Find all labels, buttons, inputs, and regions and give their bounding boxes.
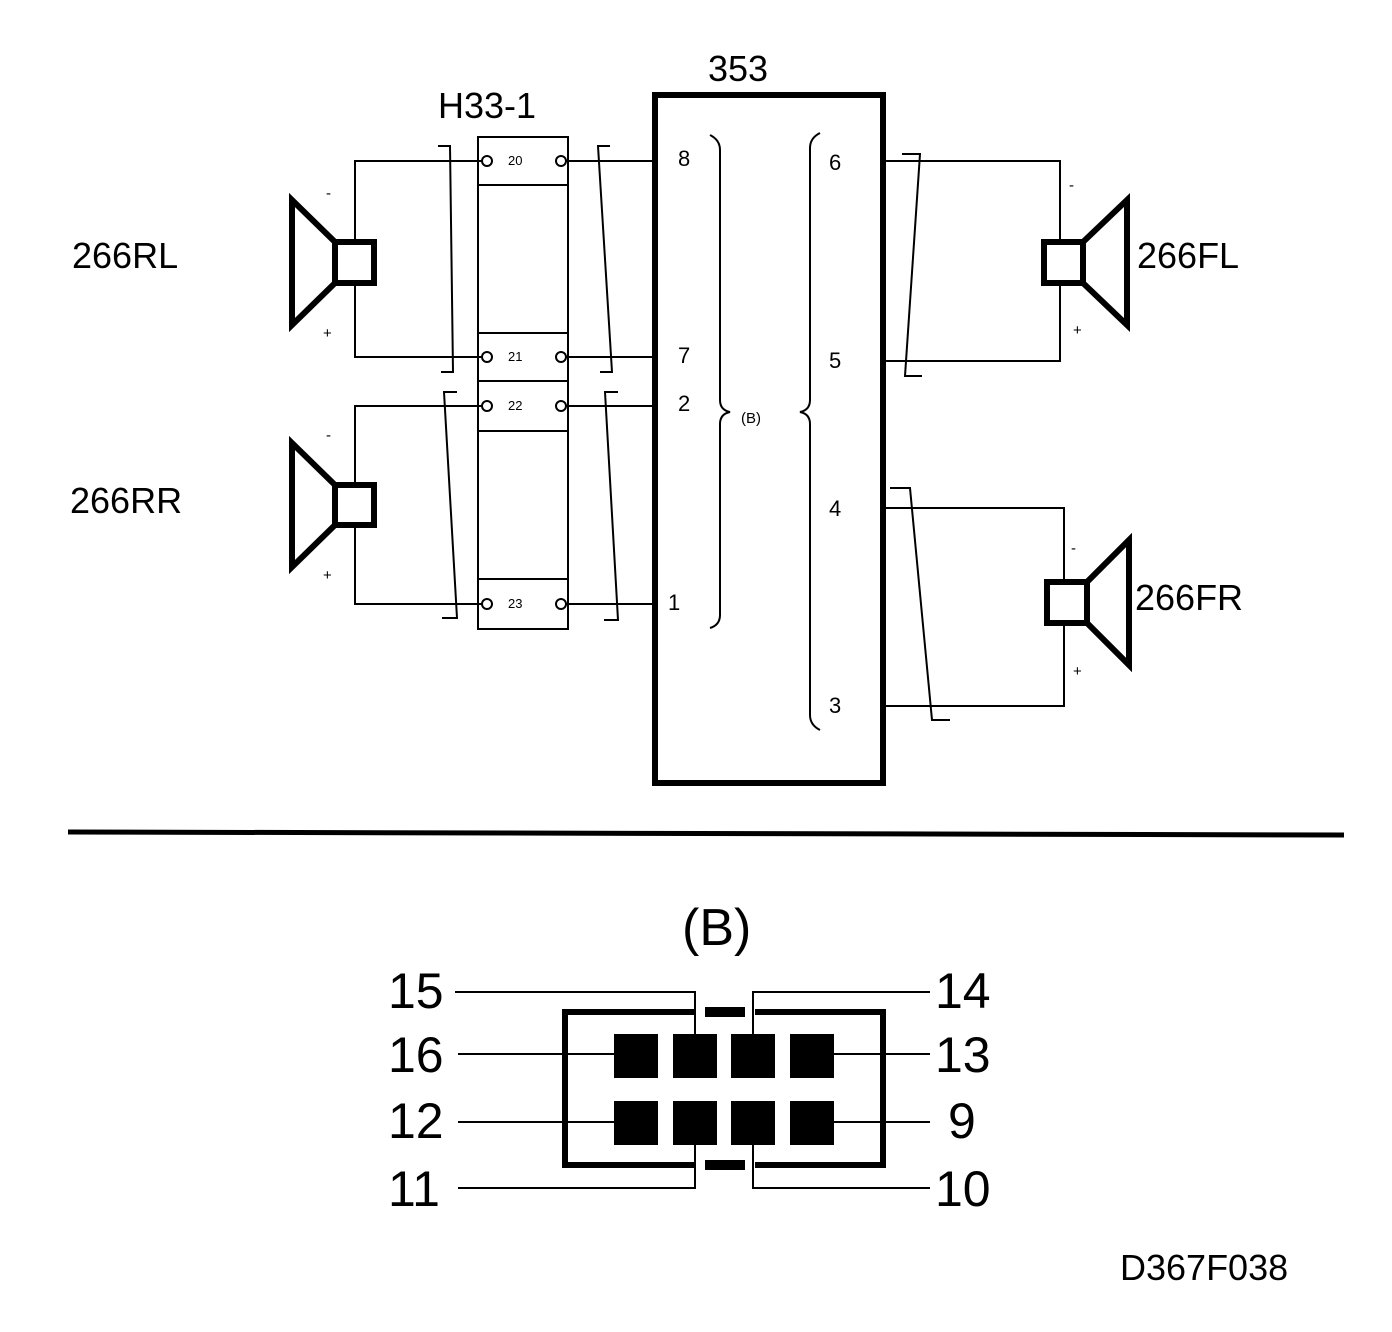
connector-label-11: 11 [388, 1161, 440, 1217]
connector-label-15: 15 [388, 963, 444, 1019]
speaker-fr-plus: + [1073, 663, 1082, 680]
terminal-21-label: 21 [508, 349, 522, 364]
connector-pin-10 [731, 1101, 775, 1145]
unit-pin-8: 8 [678, 146, 690, 171]
figure-id: D367F038 [1120, 1247, 1288, 1288]
connector-label-14: 14 [935, 963, 991, 1019]
speaker-rl-plus: + [323, 325, 332, 342]
connector-pin-11 [673, 1101, 717, 1145]
terminal-22-right-pin [555, 400, 567, 412]
speaker-rr-label: 266RR [70, 480, 182, 521]
unit-pin-6: 6 [829, 150, 841, 175]
connector-pin-14 [731, 1034, 775, 1078]
terminal-23-label: 23 [508, 596, 522, 611]
terminal-21-left-pin [481, 351, 493, 363]
connector-label-13: 13 [935, 1027, 991, 1083]
terminal-20-right-pin [555, 155, 567, 167]
speaker-rr-plus: + [323, 567, 332, 584]
unit-label: 353 [708, 48, 768, 89]
unit-pin-5: 5 [829, 348, 841, 373]
speaker-266fr: - + 266FR [883, 487, 1243, 721]
connector-pin-15 [673, 1034, 717, 1078]
terminal-20-left-pin [481, 155, 493, 167]
terminal-22-left-pin [481, 400, 493, 412]
audio-unit-353: 353 8 7 2 1 6 5 4 3 (B) [652, 48, 886, 786]
connector-pin-16 [614, 1034, 658, 1078]
speaker-fl-plus: + [1073, 322, 1082, 339]
terminal-20-label: 20 [508, 153, 522, 168]
speaker-fr-minus: - [1071, 540, 1076, 557]
unit-pin-4: 4 [829, 496, 841, 521]
speaker-fl-minus: - [1069, 177, 1074, 194]
speaker-266rr: - + 266RR [70, 391, 482, 619]
group-brace-left [709, 134, 731, 629]
fuse-block-label: H33-1 [438, 85, 536, 126]
unit-pin-2: 2 [678, 391, 690, 416]
speaker-fl-label: 266FL [1137, 235, 1239, 276]
connector-pin-13 [790, 1034, 834, 1078]
terminal-23-left-pin [481, 598, 493, 610]
unit-pin-7: 7 [678, 343, 690, 368]
section-divider [67, 829, 1345, 838]
terminal-21-right-pin [555, 351, 567, 363]
speaker-266fl: - + 266FL [883, 153, 1239, 377]
unit-pin-1: 1 [668, 590, 680, 615]
speaker-rl-minus: - [326, 185, 331, 202]
connector-pin-12 [614, 1101, 658, 1145]
connector-label-16: 16 [388, 1027, 444, 1083]
terminal-23-right-pin [555, 598, 567, 610]
group-brace-right [799, 132, 821, 731]
connector-title: (B) [682, 899, 751, 957]
terminal-22-label: 22 [508, 398, 522, 413]
speaker-fr-label: 266FR [1135, 577, 1243, 618]
connector-b-detail: (B) 15 16 12 11 14 13 9 10 [388, 899, 991, 1217]
connector-label-12: 12 [388, 1093, 444, 1149]
speaker-rl-label: 266RL [72, 235, 178, 276]
connector-label-10: 10 [935, 1161, 991, 1217]
speaker-266rl: - + 266RL [72, 145, 482, 373]
unit-pin-3: 3 [829, 693, 841, 718]
wires-block-to-unit [566, 145, 655, 621]
group-label-b: (B) [741, 410, 761, 427]
connector-pin-9 [790, 1101, 834, 1145]
speaker-rr-minus: - [326, 427, 331, 444]
connector-label-9: 9 [948, 1093, 976, 1149]
